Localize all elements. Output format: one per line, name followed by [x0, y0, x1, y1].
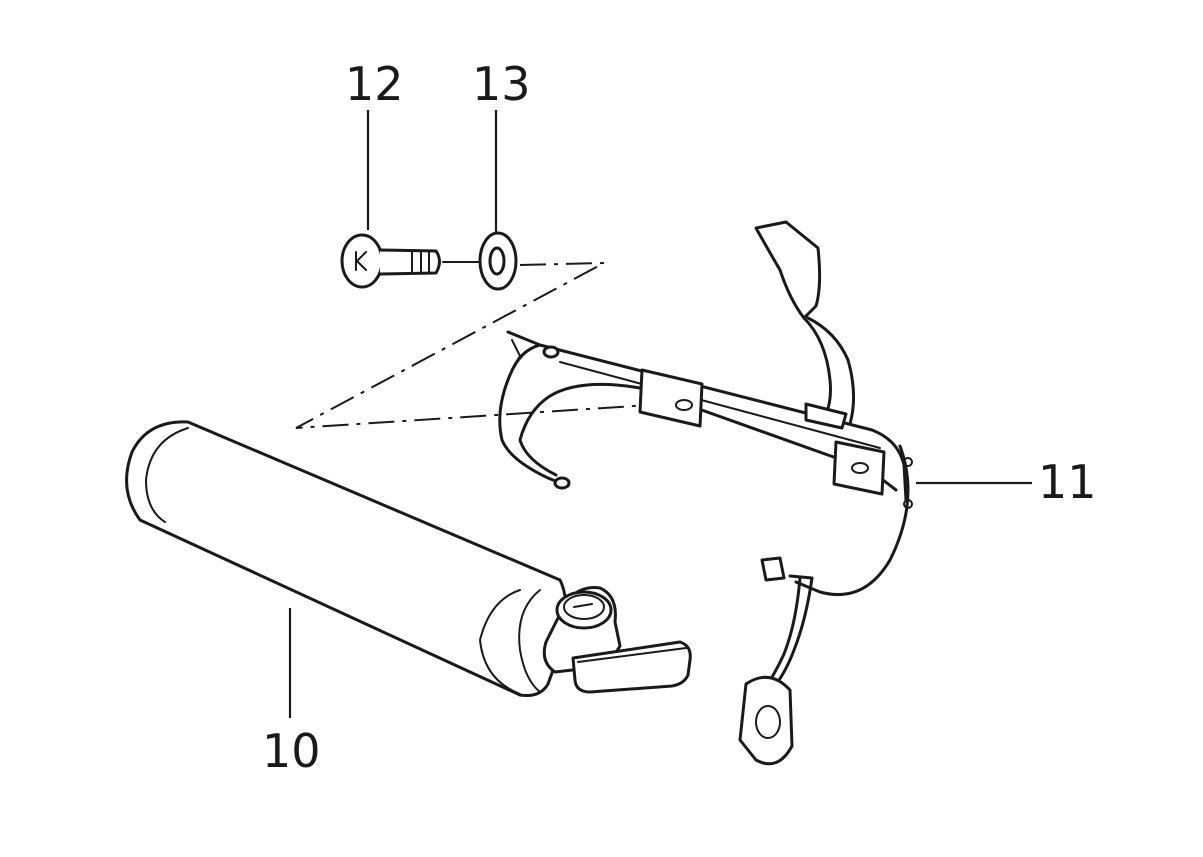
callout-11: 11 — [1038, 455, 1097, 509]
callout-10: 10 — [262, 724, 321, 778]
washer-part-13 — [478, 231, 518, 291]
bracket-part-11 — [498, 220, 913, 766]
bolt-part-12 — [340, 233, 485, 289]
assembly-dashed-lines — [295, 262, 651, 429]
callout-12: 12 — [345, 57, 404, 111]
callout-13: 13 — [472, 57, 531, 111]
cylinder-part-10 — [125, 420, 692, 697]
